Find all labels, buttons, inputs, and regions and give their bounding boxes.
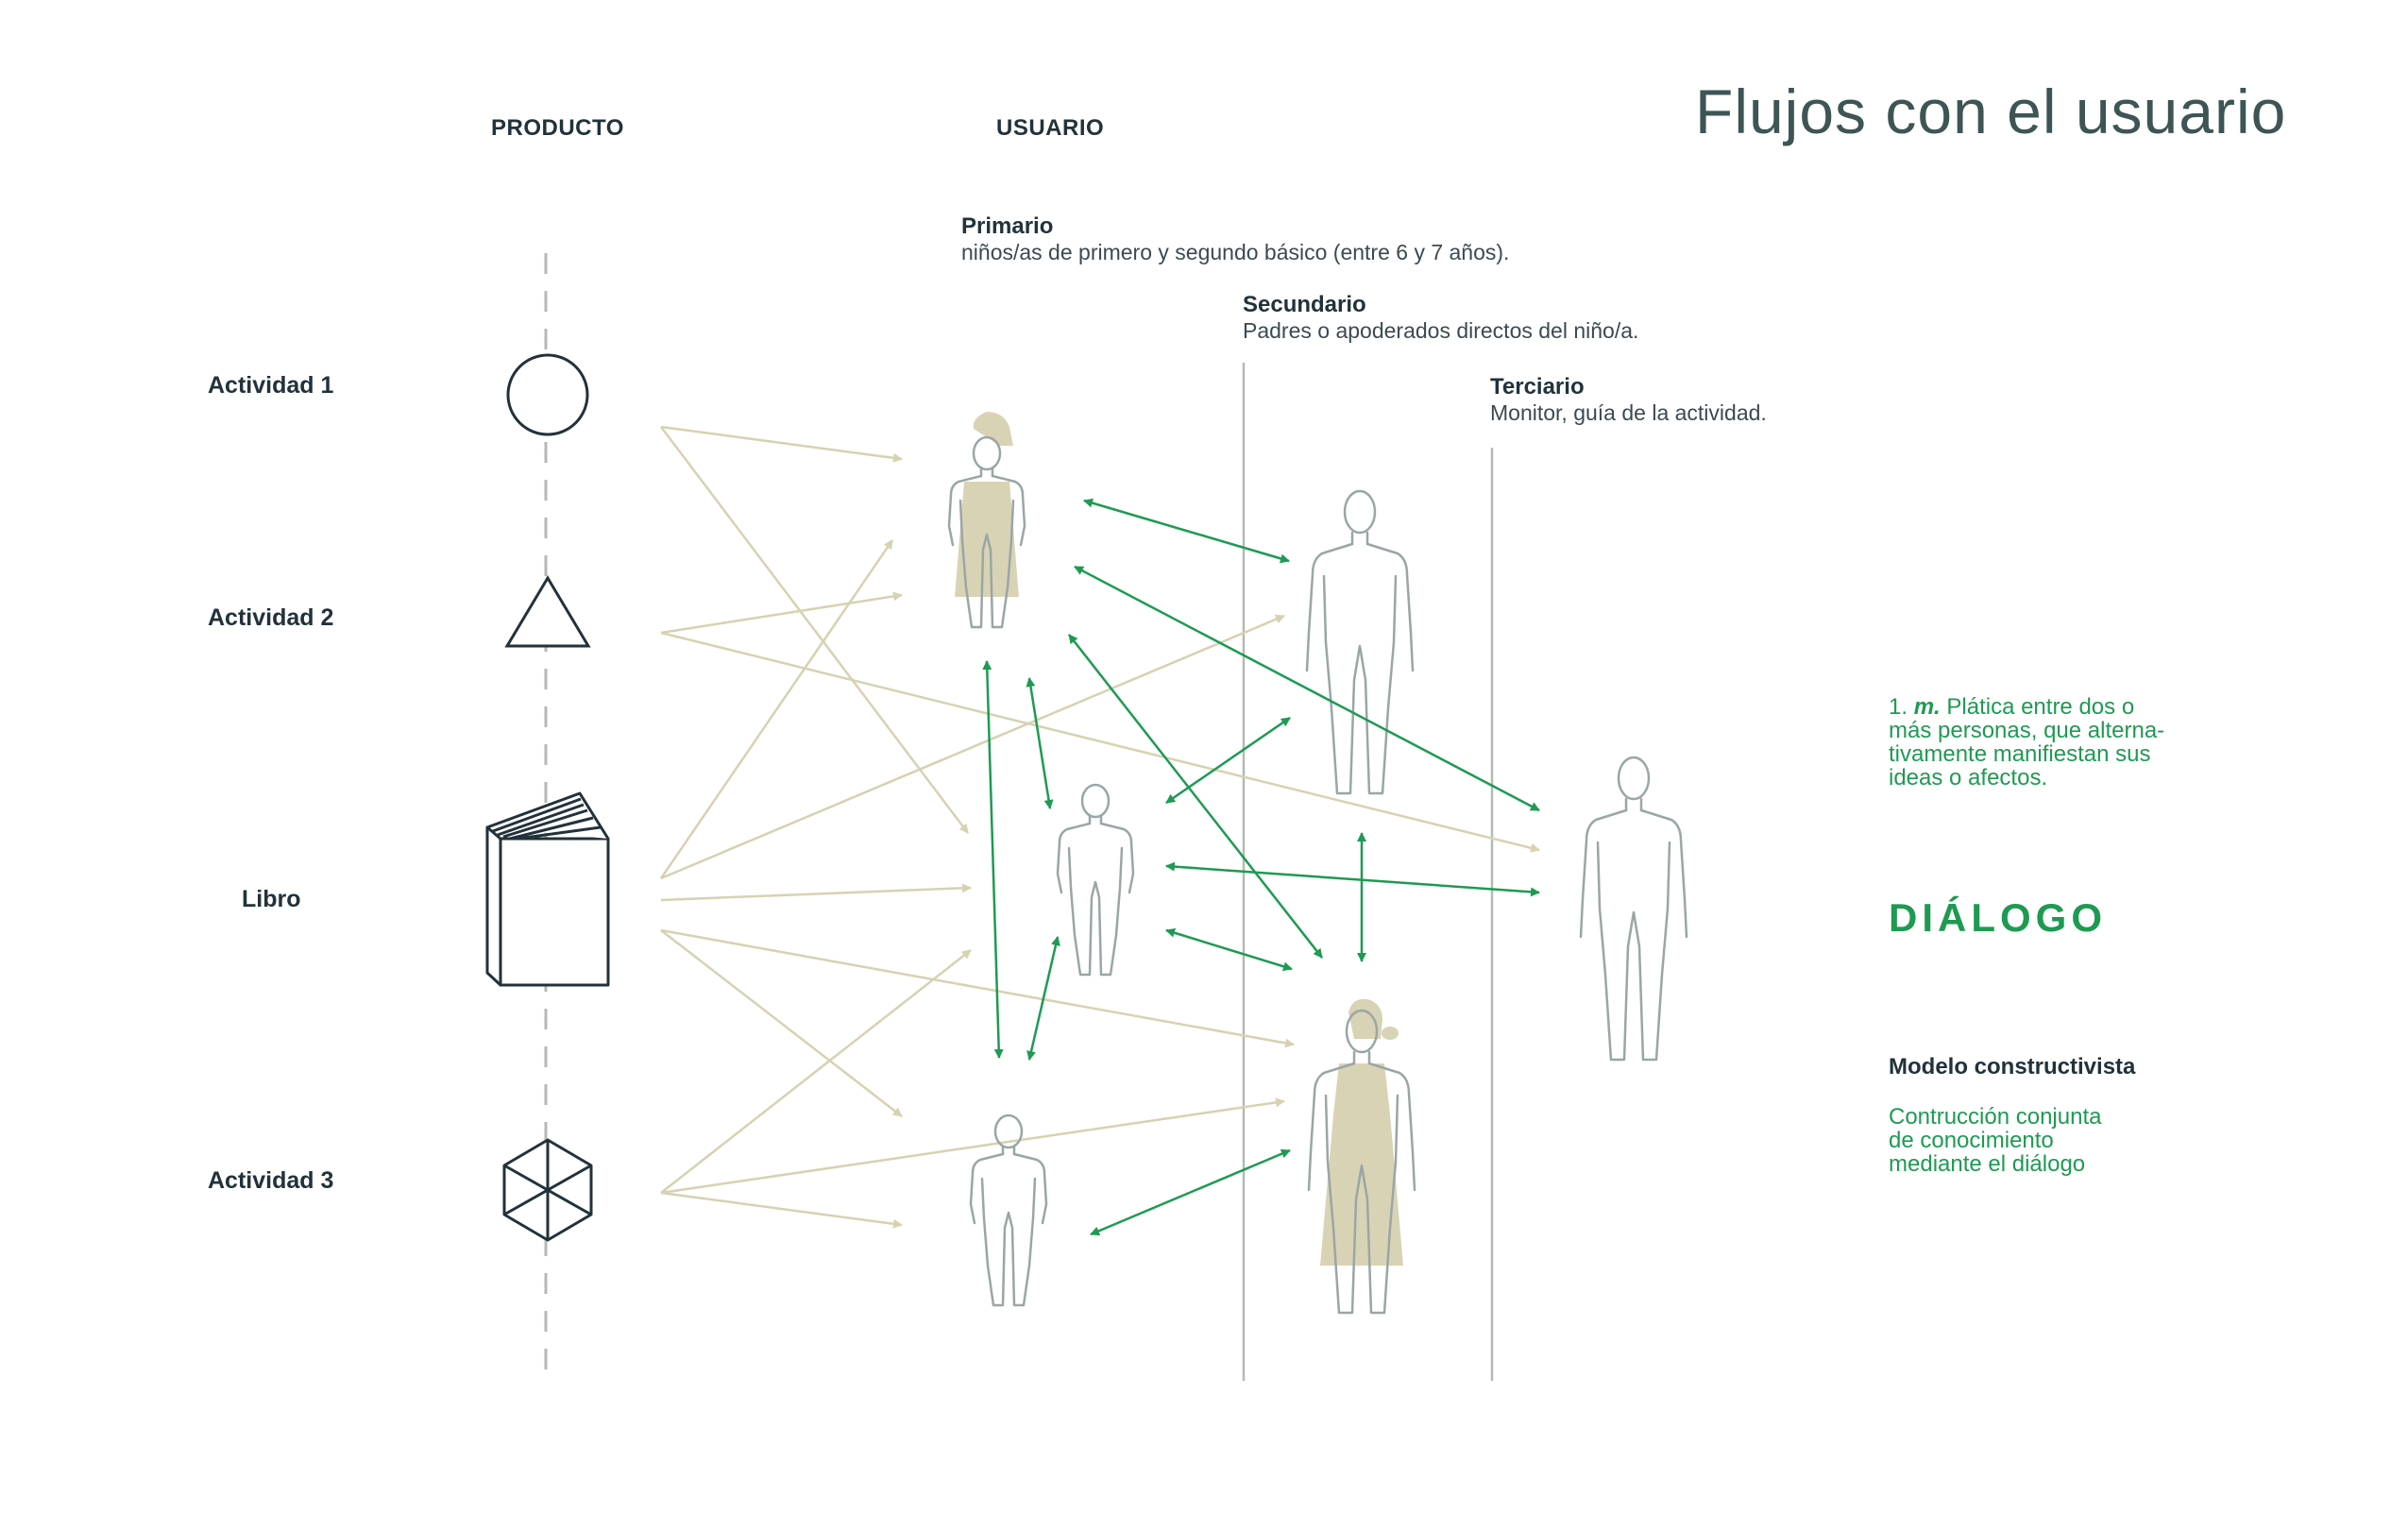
dialogo-definition: 1. m. Plática entre dos o más personas, … bbox=[1889, 695, 2164, 790]
definition-line-2: más personas, que alterna- bbox=[1889, 718, 2165, 743]
flow-arrow bbox=[660, 929, 903, 1117]
dialogo-heading: DIÁLOGO bbox=[1889, 895, 2107, 940]
dialog-arrow bbox=[1165, 927, 1293, 972]
secondary-user-woman-figure bbox=[1307, 998, 1416, 1315]
tertiary-user-title: Terciario bbox=[1490, 374, 1585, 400]
model-line-2: de conocimiento bbox=[1889, 1128, 2054, 1153]
tertiary-user-monitor-figure bbox=[1579, 756, 1688, 1062]
flow-arrow bbox=[660, 928, 1295, 1048]
flow-arrow bbox=[660, 949, 972, 1194]
primary-user-child-figure bbox=[1056, 783, 1135, 977]
flow-arrow bbox=[660, 426, 969, 834]
user-column-header: USUARIO bbox=[996, 115, 1105, 141]
product-flows bbox=[659, 425, 1540, 1229]
dialog-arrow bbox=[1165, 861, 1540, 897]
model-title: Modelo constructivista bbox=[1889, 1054, 2136, 1080]
flow-arrow bbox=[660, 1097, 1285, 1195]
dialog-arrow bbox=[1083, 498, 1290, 564]
primary-user-description: niños/as de primero y segundo básico (en… bbox=[961, 240, 1510, 264]
tertiary-user-description: Monitor, guía de la actividad. bbox=[1490, 400, 1767, 425]
product-label-actividad-2: Actividad 2 bbox=[208, 604, 334, 631]
triangle-icon bbox=[504, 575, 591, 648]
page-title: Flujos con el usuario bbox=[1695, 76, 2287, 146]
dialog-arrow bbox=[1090, 1148, 1291, 1236]
circle-icon bbox=[506, 353, 589, 436]
definition-number: 1. bbox=[1889, 694, 1908, 720]
product-label-actividad-3: Actividad 3 bbox=[208, 1167, 334, 1194]
definition-line-4: ideas o afectos. bbox=[1889, 765, 2048, 790]
flow-arrow bbox=[659, 539, 894, 879]
secondary-user-description: Padres o apoderados directos del niño/a. bbox=[1243, 318, 1639, 343]
product-column-header: PRODUCTO bbox=[491, 115, 624, 141]
primary-user-girl-figure bbox=[947, 412, 1026, 629]
dialog-arrow bbox=[1165, 716, 1291, 805]
model-description: Contrucción conjunta de conocimiento med… bbox=[1889, 1105, 2101, 1176]
flow-arrow bbox=[660, 591, 903, 635]
product-label-libro: Libro bbox=[242, 886, 301, 912]
secondary-user-title: Secundario bbox=[1243, 292, 1366, 317]
primary-user-title: Primario bbox=[961, 213, 1054, 239]
book-icon bbox=[485, 791, 610, 987]
dialog-flows bbox=[982, 498, 1540, 1236]
definition-abbr: m. bbox=[1913, 694, 1941, 720]
flow-arrow bbox=[660, 883, 972, 902]
model-line-1: Contrucción conjunta bbox=[1889, 1104, 2102, 1130]
dialog-arrow bbox=[982, 660, 1004, 1059]
dialog-arrow bbox=[1074, 565, 1540, 812]
product-label-actividad-1: Actividad 1 bbox=[208, 372, 334, 399]
primary-user-child-figure bbox=[969, 1114, 1048, 1307]
flow-arrow bbox=[660, 1191, 903, 1229]
definition-line-1: Plática entre dos o bbox=[1946, 694, 2135, 720]
dialog-arrow bbox=[1026, 677, 1054, 809]
definition-line-3: tivamente manifiestan sus bbox=[1889, 741, 2151, 767]
flow-arrow bbox=[660, 425, 903, 463]
secondary-user-man-figure bbox=[1305, 489, 1415, 795]
model-line-3: mediante el diálogo bbox=[1889, 1151, 2086, 1177]
hexagon-icon bbox=[502, 1138, 593, 1242]
dialog-arrow bbox=[1026, 936, 1060, 1061]
